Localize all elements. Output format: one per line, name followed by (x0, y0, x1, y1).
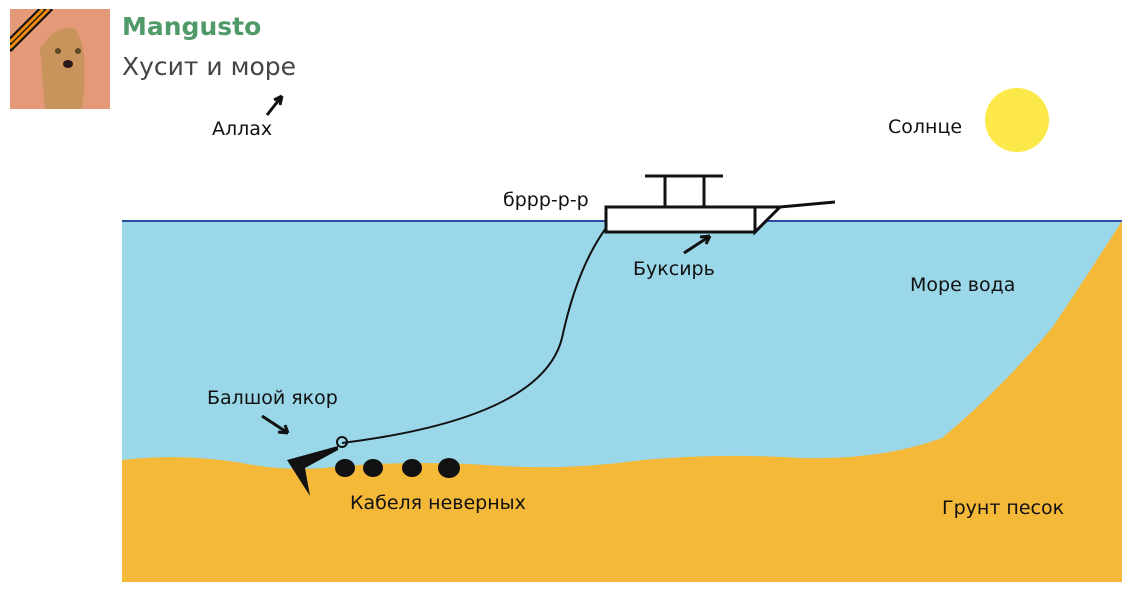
cables (335, 458, 460, 478)
avatar[interactable] (10, 9, 110, 109)
label-ground: Грунт песок (942, 497, 1064, 519)
anchor (287, 446, 338, 496)
author-name[interactable]: Mangusto (122, 12, 262, 41)
label-brrr: бppp-p-p (503, 189, 589, 211)
sun (985, 88, 1049, 152)
arrow-icon (265, 94, 284, 116)
label-anchor: Балшой якор (207, 387, 338, 409)
label-tug: Буксирь (633, 258, 715, 280)
label-allah: Аллах (212, 118, 272, 140)
meme-image: Аллах Солнце бppp-p-p Буксирь Море вода … (122, 88, 1122, 582)
post-title: Хусит и море (122, 52, 297, 81)
tow-cable (341, 227, 607, 444)
label-sun: Солнце (888, 116, 962, 138)
tugboat (604, 174, 836, 236)
arrow-icon (261, 414, 290, 435)
arrow-icon (683, 234, 712, 255)
mongoose-avatar-image (10, 9, 110, 109)
label-sea: Море вода (910, 274, 1015, 296)
label-cables: Кабеля неверных (350, 492, 526, 514)
sand-ground (122, 221, 1122, 582)
